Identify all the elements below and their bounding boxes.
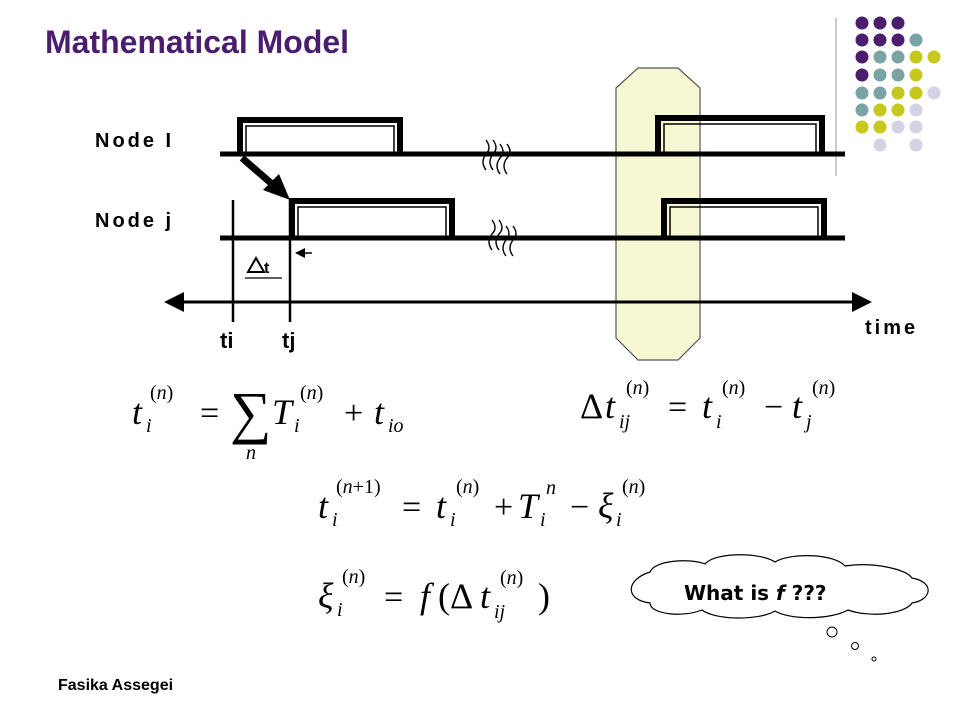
- equation-delta-tij: Δ t ij (n) = t i (n) − t j (n): [580, 377, 835, 433]
- svg-text:=: =: [384, 579, 403, 616]
- svg-text:(n): (n): [626, 377, 649, 399]
- equation-xi-function: ξ i (n) = f (Δ t ij (n) ): [318, 566, 550, 623]
- break-mark-node-j: [488, 219, 517, 257]
- svg-text:(n): (n): [722, 377, 745, 399]
- highlight-region: [615, 67, 701, 361]
- svg-text:): ): [538, 576, 550, 616]
- svg-text:io: io: [388, 415, 404, 437]
- svg-text:(n): (n): [456, 476, 479, 498]
- svg-text:+: +: [494, 489, 513, 526]
- svg-text:i: i: [450, 509, 456, 531]
- decorative-dot-grid: [855, 16, 941, 152]
- svg-text:t: t: [480, 576, 491, 616]
- delta-t-label: t: [264, 260, 270, 277]
- svg-text:∑: ∑: [230, 380, 271, 445]
- svg-text:t: t: [702, 386, 713, 426]
- svg-text:j: j: [803, 411, 812, 433]
- node-j-label: Node j: [95, 210, 174, 232]
- svg-text:t: t: [318, 486, 329, 526]
- author-footer: Fasika Assegei: [58, 677, 174, 694]
- thought-bubble: What is f ???: [630, 554, 929, 662]
- svg-text:i: i: [616, 509, 622, 531]
- svg-text:−: −: [570, 489, 589, 526]
- svg-text:T: T: [272, 392, 295, 432]
- svg-text:t: t: [605, 386, 616, 426]
- svg-text:ij: ij: [494, 601, 506, 623]
- time-label: time: [865, 317, 918, 339]
- svg-text:i: i: [540, 509, 546, 531]
- svg-text:(n): (n): [622, 476, 645, 498]
- svg-text:t: t: [132, 392, 143, 432]
- node-i-label: Node I: [95, 130, 174, 152]
- svg-text:n: n: [246, 442, 256, 464]
- tj-label: tj: [282, 328, 295, 353]
- equation-ti-sum: t i (n) = ∑ n T i (n) + t io: [132, 380, 404, 464]
- svg-text:t: t: [374, 392, 385, 432]
- svg-text:Δ: Δ: [580, 386, 603, 426]
- delta-icon: [246, 255, 266, 273]
- time-axis-left-arrowhead: [164, 292, 184, 312]
- svg-text:(n+1): (n+1): [336, 476, 381, 498]
- svg-text:=: =: [668, 389, 687, 426]
- node-j-signal: [220, 198, 845, 241]
- svg-text:(n): (n): [300, 382, 323, 404]
- svg-text:(n): (n): [812, 377, 835, 399]
- equation-ti-update: t i (n+1) = t i (n) + T i n − ξ i (n): [318, 476, 645, 531]
- svg-text:(n): (n): [150, 382, 173, 404]
- svg-text:(n): (n): [342, 566, 365, 588]
- svg-text:ξ: ξ: [598, 486, 614, 526]
- svg-text:(n): (n): [500, 567, 523, 589]
- ti-label: ti: [220, 328, 233, 353]
- svg-text:t: t: [792, 386, 803, 426]
- svg-text:T: T: [518, 486, 541, 526]
- svg-text:ξ: ξ: [318, 576, 334, 616]
- time-axis-right-arrowhead: [852, 292, 872, 312]
- svg-text:i: i: [332, 509, 338, 531]
- svg-text:=: =: [402, 489, 421, 526]
- svg-text:n: n: [546, 477, 556, 499]
- node-i-signal: [220, 115, 845, 157]
- svg-text:+: +: [344, 395, 363, 432]
- break-mark-node-i: [482, 139, 511, 175]
- svg-text:f: f: [420, 576, 435, 616]
- thought-text: What is f ???: [684, 581, 827, 605]
- causal-arrow-head: [263, 174, 290, 200]
- svg-text:i: i: [146, 415, 152, 437]
- svg-text:=: =: [200, 395, 219, 432]
- svg-text:ij: ij: [619, 411, 631, 433]
- svg-text:t: t: [436, 486, 447, 526]
- svg-text:−: −: [764, 389, 783, 426]
- svg-text:(Δ: (Δ: [438, 576, 473, 616]
- svg-text:i: i: [716, 411, 722, 433]
- svg-text:i: i: [337, 599, 343, 621]
- svg-text:i: i: [294, 415, 300, 437]
- slide-title: Mathematical Model: [45, 24, 350, 60]
